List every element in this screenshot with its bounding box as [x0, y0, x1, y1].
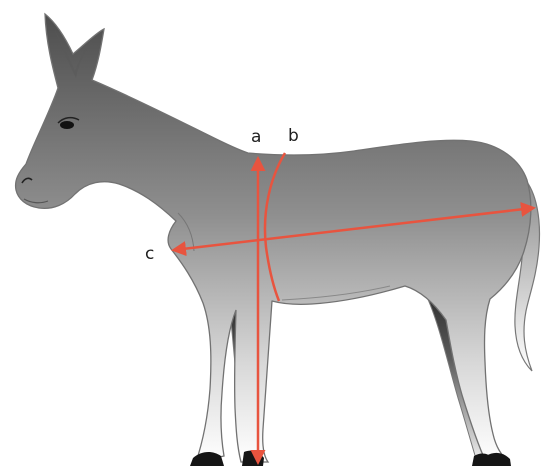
label-b: b: [288, 126, 299, 146]
eye: [60, 121, 74, 129]
label-c: c: [145, 244, 154, 264]
label-a: a: [251, 127, 261, 147]
